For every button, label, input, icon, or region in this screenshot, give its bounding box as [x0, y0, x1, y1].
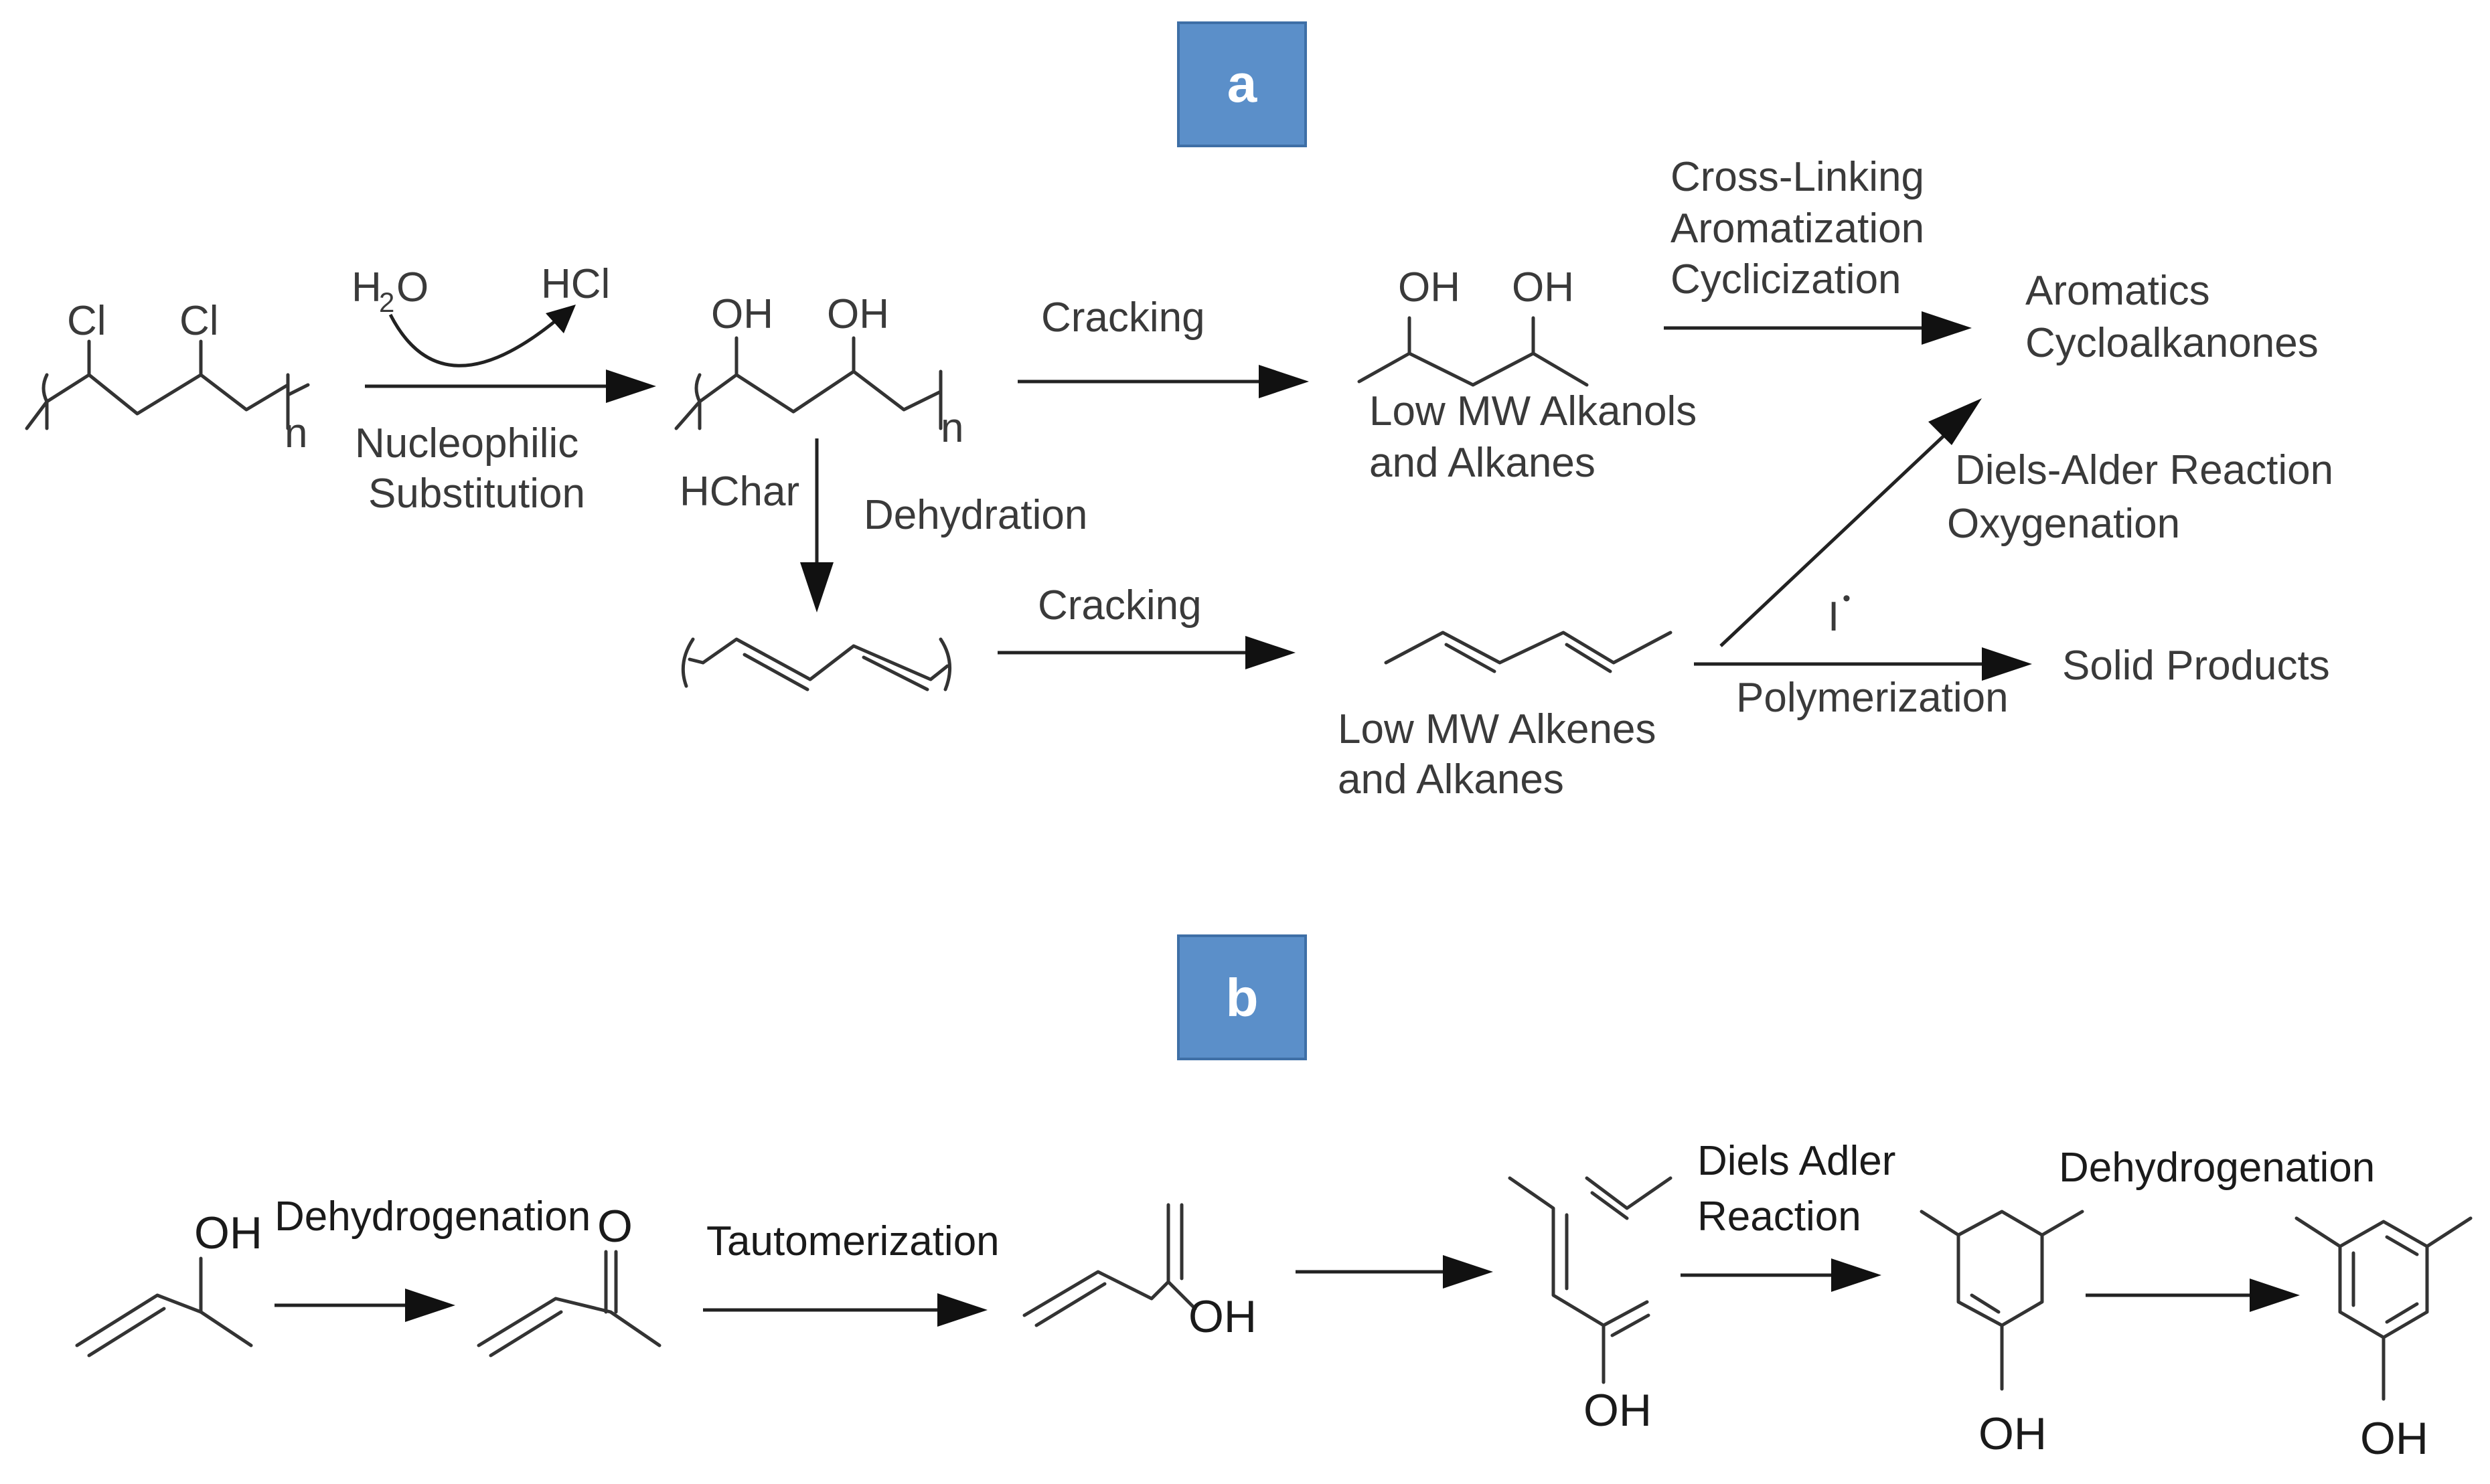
crosslink-line3: Cyclicization [1670, 256, 1901, 303]
aromatics-product: Aromatics Cycloalkanones [2025, 268, 2319, 366]
butenol-oh: OH [194, 1208, 262, 1258]
alkanols-structure: OH OH Low MW Alkanols and Alkanes [1357, 264, 1697, 486]
step1-line2: Substitution [368, 471, 585, 517]
aromatics-line1: Aromatics [2025, 268, 2210, 314]
water-o: O [396, 264, 429, 311]
dienophile-structure [1585, 1176, 1672, 1220]
unlabeled-arrow [1296, 1255, 1493, 1289]
dehydrogenation-label-2: Dehydrogenation [2059, 1145, 2375, 1191]
initiator-radical-dot: • [1843, 586, 1851, 611]
water-h: H [352, 264, 382, 311]
butenol-structure: OH [75, 1208, 262, 1357]
dehydrogenation-step-2: Dehydrogenation [2059, 1145, 2375, 1312]
polymerization-label: Polymerization [1736, 675, 2009, 721]
dimethylphenol-structure: OH [2294, 1216, 2473, 1464]
diene-oh: OH [1583, 1385, 1652, 1436]
panel-b-letter: b [1226, 968, 1259, 1027]
diels-alder-step-b: Diels Adler Reaction [1681, 1138, 1895, 1292]
pva-oh-1: OH [711, 291, 773, 337]
dehydrogenation-step-1: Dehydrogenation [275, 1193, 591, 1322]
crosslink-line1: Cross-Linking [1670, 154, 1924, 200]
enol-structure: OH [1022, 1203, 1257, 1342]
crosslink-line2: Aromatization [1670, 205, 1924, 252]
alkanol-oh-2: OH [1512, 264, 1574, 311]
panel-b-label: b [1177, 934, 1307, 1060]
alkenes-line1: Low MW Alkenes [1338, 706, 1656, 752]
cracking-upper-step: Cracking [1018, 295, 1309, 398]
pvc-structure: Cl Cl n [25, 298, 310, 457]
butenone-structure: O [477, 1201, 662, 1357]
dimethylphenol-oh: OH [2360, 1413, 2428, 1464]
panel-a-label: a [1177, 21, 1307, 147]
ketone-o: O [597, 1201, 633, 1252]
dehydration-label: Dehydration [864, 492, 1087, 538]
cyclohexenol-oh: OH [1978, 1408, 2047, 1459]
alkanols-line2: and Alkanes [1369, 440, 1596, 486]
enol-oh: OH [1188, 1291, 1257, 1342]
diels-adler-line2: Reaction [1697, 1193, 1861, 1240]
pvc-cl-2: Cl [179, 298, 219, 344]
alkanols-line1: Low MW Alkanols [1369, 388, 1697, 434]
tautomerization-step: Tautomerization [703, 1218, 1000, 1327]
polymerization-step: I • Polymerization Solid Products [1694, 586, 2330, 721]
hcl-label: HCl [541, 261, 610, 307]
initiator-label: I [1828, 594, 1839, 640]
diels-alder-step: Diels-Alder Reaction Oxygenation [1719, 398, 2333, 647]
pva-oh-2: OH [827, 291, 889, 337]
cyclohexenol-structure: OH [1920, 1210, 2084, 1459]
hchar-label: HChar [680, 469, 799, 515]
cracking-lower-label: Cracking [1038, 582, 1202, 629]
pva-structure: OH OH n [674, 291, 963, 451]
nucleophilic-substitution-step: H 2 O HCl Nucleophilic Substitution [352, 261, 656, 517]
diels-line1: Diels-Alder Reaction [1955, 447, 2333, 493]
cracking-upper-label: Cracking [1041, 295, 1205, 341]
cross-linking-step: Cross-Linking Aromatization Cyclicizatio… [1664, 154, 1972, 345]
diels-line2: Oxygenation [1947, 501, 2180, 547]
alkanol-oh-1: OH [1398, 264, 1460, 311]
polyene-structure [681, 637, 952, 691]
step1-line1: Nucleophilic [355, 420, 578, 467]
dehydration-step: HChar Dehydration [680, 438, 1087, 612]
diene-structure: OH [1508, 1176, 1652, 1436]
solid-products-label: Solid Products [2062, 643, 2330, 689]
alkenes-line2: and Alkanes [1338, 756, 1564, 803]
tautomerization-label: Tautomerization [706, 1218, 1000, 1264]
water-subscript: 2 [379, 286, 394, 318]
diels-adler-line1: Diels Adler [1697, 1138, 1895, 1184]
aromatics-line2: Cycloalkanones [2025, 320, 2319, 366]
cracking-lower-step: Cracking [998, 582, 1296, 669]
dehydrogenation-label-1: Dehydrogenation [275, 1193, 591, 1240]
panel-a-letter: a [1227, 54, 1257, 113]
pvc-subscript: n [285, 410, 307, 457]
alkenes-structure: Low MW Alkenes and Alkanes [1338, 631, 1672, 803]
pva-subscript: n [941, 405, 963, 451]
pvc-cl-1: Cl [67, 298, 106, 344]
